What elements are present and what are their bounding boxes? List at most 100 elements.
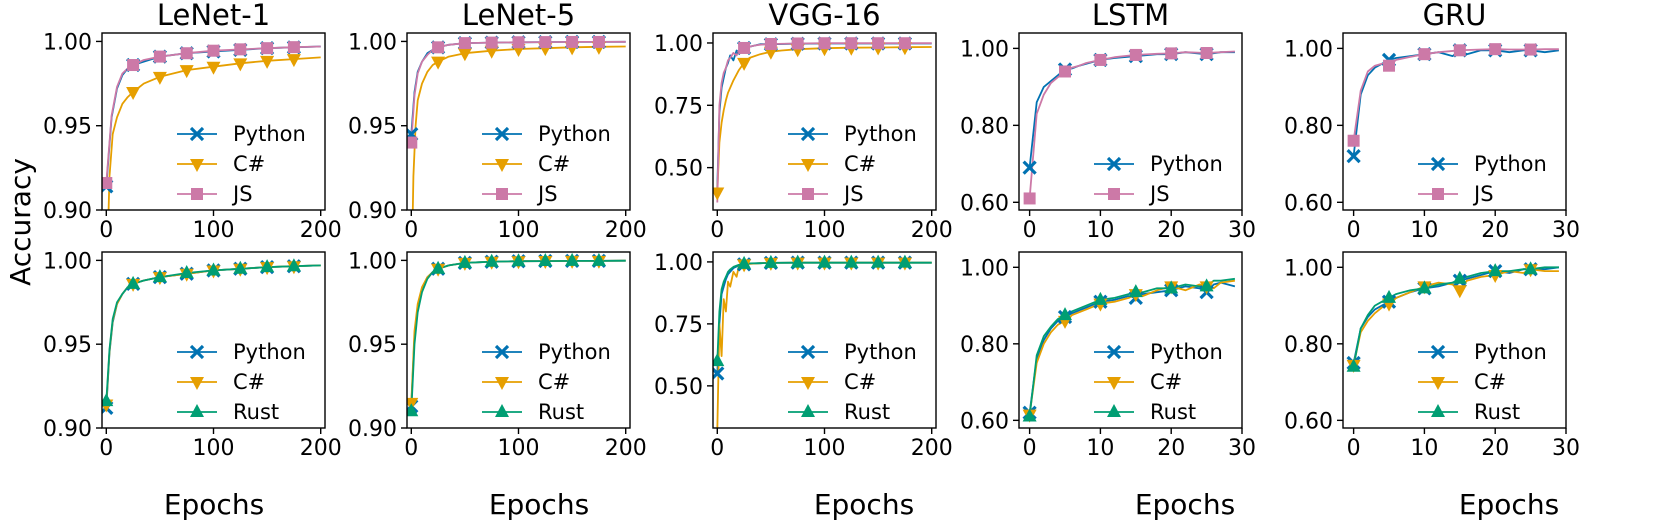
panel-r1c2-xtick-label: 200	[605, 218, 647, 243]
panel-r2c1-legend-marker-python	[189, 344, 205, 360]
panel-r2c1-series-rust	[105, 264, 321, 402]
panel-r1c1-point-js	[180, 47, 193, 60]
panel-r1c5-markers	[1346, 43, 1538, 164]
panel-r2c1-xtick-label: 200	[300, 436, 342, 461]
panel-r2c3-point-rust	[713, 353, 725, 367]
panel-r1c1-frame	[101, 32, 326, 211]
panel-r2c1-frame	[101, 251, 326, 429]
panel-r2c3-point-rust	[871, 254, 886, 268]
panel-r1c1-point-csharp	[233, 58, 248, 72]
panel-r2c1-xtick-label: 0	[99, 436, 113, 461]
panel-r1c3-legend-item-python: Python	[788, 122, 917, 146]
panel-r2c2-series-rust	[410, 259, 626, 412]
panel-r1c5-point-js	[1383, 59, 1396, 72]
panel-r2c1-legend-item-python: Python	[177, 340, 306, 364]
panel-r1c5-point-python	[1346, 148, 1361, 164]
panel-r1c1-ytick-label: 0.95	[43, 115, 92, 140]
panel-r1c2-legend-marker-js	[496, 188, 508, 200]
panel-r2c4-ytick-label: 1.00	[960, 256, 1009, 281]
panel-r2c5-point-rust	[1523, 261, 1538, 275]
panel-r2c4-point-rust	[1128, 284, 1143, 298]
panel-r1c3-point-js	[791, 37, 804, 50]
panel-r1c2-point-js	[592, 35, 605, 48]
panel-r1c1-point-js	[153, 50, 166, 63]
panel-r1c5-point-js	[1347, 134, 1360, 147]
panel-r2c3-ytick-label: 1.00	[654, 251, 703, 276]
panel-r2c3-markers	[713, 254, 913, 381]
panel-r2c4-frame	[1018, 251, 1243, 429]
panel-r1c2-point-js	[566, 35, 579, 48]
panel-r1c2-legend-item-csharp: C#	[482, 152, 570, 176]
panel-r1c3-point-csharp	[737, 57, 752, 71]
panel-r1c1-xtick-label: 0	[99, 218, 113, 243]
panel-r1c5-legend-marker-js	[1432, 188, 1444, 200]
panel-r1c5-legend-item-js: JS	[1418, 182, 1494, 206]
panel-r1c2-point-js	[458, 37, 471, 50]
panel-r1c2-markers	[407, 34, 607, 149]
panel-r2c2-point-rust	[431, 260, 446, 274]
panel-r1c4-legend-marker-js	[1108, 188, 1120, 200]
panel-r2c5-legend-marker-rust	[1431, 404, 1445, 417]
panel-r2c2-point-rust	[457, 254, 472, 268]
panel-r1c3-legend-item-js: JS	[788, 182, 864, 206]
panel-r2c2-legend-item-python: Python	[482, 340, 611, 364]
panel-r1c1-markers	[102, 40, 302, 194]
panel-r1c3-point-csharp	[713, 187, 725, 201]
panel-r1c2-legend-label: JS	[536, 182, 558, 206]
figure-ylabel: Accuracy	[4, 158, 37, 286]
panel-r1c4-ytick-label: 0.60	[960, 191, 1009, 216]
panel-r2c3-xtick-label: 0	[710, 436, 724, 461]
panel-r1c1-point-csharp	[260, 55, 275, 69]
panel-r2c4-legend-marker-rust	[1107, 404, 1121, 417]
panel-r2c3-legend-marker-python	[800, 344, 816, 360]
panel-r2c3-legend-item-csharp: C#	[788, 370, 876, 394]
panel-r1c3-ytick-label: 0.75	[654, 94, 703, 119]
panel-r1c3-ytick-label: 1.00	[654, 32, 703, 57]
panel-r1c1-legend-item-python: Python	[177, 122, 306, 146]
figure-xlabel-col-1: Epochs	[164, 488, 264, 521]
panel-r2c5-series-rust	[1352, 266, 1559, 367]
panel-r1c2-legend-label: Python	[538, 122, 611, 146]
panel-r1c2-point-js	[512, 36, 525, 49]
panel-r1c4-xtick-label: 10	[1086, 218, 1114, 243]
panel-r2c1-point-rust	[286, 258, 301, 272]
panel-r1c1-point-js	[234, 43, 247, 56]
panel-r2c1-point-rust	[126, 275, 141, 289]
panel-r2c1-legend-marker-csharp	[190, 377, 204, 390]
panel-r1c1-ytick-label: 1.00	[43, 30, 92, 55]
panel-r1c4-legend-marker-python-stroke-b	[1106, 156, 1122, 172]
panel-r1c4-legend-item-python: Python	[1094, 152, 1223, 176]
panel-r1c3-xtick-label: 200	[911, 218, 953, 243]
panel-r2c1-ytick-label: 0.95	[43, 333, 92, 358]
panel-r1c4-markers	[1022, 47, 1214, 205]
panel-r1c3-point-js	[818, 37, 831, 50]
panel-r1c4-point-python	[1022, 160, 1037, 175]
panel-r2c5-point-rust	[1417, 280, 1432, 294]
panel-r1c2-legend-label: C#	[538, 152, 570, 176]
panel-r1c5-xtick-label: 30	[1552, 218, 1580, 243]
panel-r2c2-legend-marker-python-stroke-b	[494, 344, 510, 360]
panel-r1c1-legend-marker-python-stroke-b	[189, 126, 205, 142]
panel-r2c5-legend-item-rust: Rust	[1418, 400, 1520, 424]
panel-r2c4-xtick-label: 10	[1086, 436, 1114, 461]
panel-r2c5-lines	[1352, 266, 1560, 367]
panel-r1c5-series-python	[1352, 49, 1560, 157]
panel-r1c3-legend-label: C#	[844, 152, 876, 176]
panel-r2c3-legend-label: C#	[844, 370, 876, 394]
panel-r1c4-legend-marker-python	[1106, 156, 1122, 172]
panel-r2c5-point-rust	[1488, 263, 1503, 277]
panel-r2c2-legend-item-rust: Rust	[482, 400, 584, 424]
panel-r2c2-point-rust	[565, 252, 580, 266]
panel-r2c4-legend-item-rust: Rust	[1094, 400, 1196, 424]
panel-r2c5-legend-item-csharp: C#	[1418, 370, 1506, 394]
figure-xlabel-col-5: Epochs	[1459, 488, 1559, 521]
panel-r2c1-lines	[105, 264, 321, 408]
panel-r1c2-legend-marker-python-stroke-b	[494, 126, 510, 142]
panel-r2c1-ytick-label: 1.00	[43, 249, 92, 274]
panel-r2c1-point-rust	[102, 393, 114, 407]
panel-r1c2-xtick-label: 100	[498, 218, 540, 243]
